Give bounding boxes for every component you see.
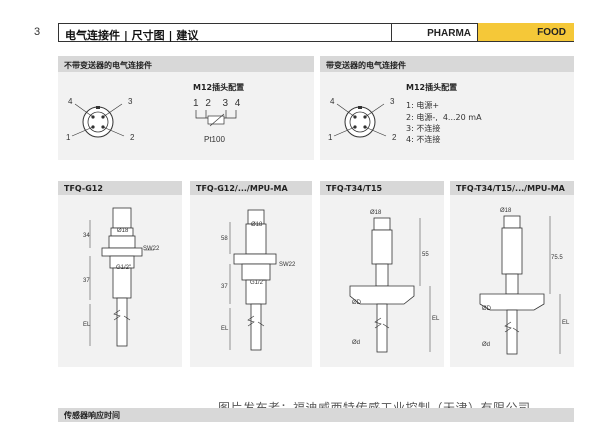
header-title: 电气连接件 | 尺寸图 | 建议 — [58, 23, 392, 42]
dimension-label: 37 — [221, 284, 228, 290]
dimension-label: SW22 — [279, 262, 296, 268]
dimension-label: G1/2" — [116, 265, 132, 271]
pt100-wiring-diagram — [195, 110, 237, 127]
dimension-label: Ø18 — [117, 228, 129, 234]
pin-label: 3 — [390, 97, 395, 106]
pin-label: 1 — [66, 133, 71, 142]
header-pharma-label: PHARMA — [392, 23, 478, 41]
dimension-label: 37 — [83, 278, 90, 284]
dimension-label: EL — [83, 322, 91, 328]
pin-label: 2 — [392, 133, 397, 142]
m12-pin-numbers: 1 2 3 4 — [193, 98, 243, 109]
pin-label: 2 — [130, 133, 135, 142]
page-number: 3 — [34, 26, 41, 38]
dimension-label: Ød — [352, 340, 361, 346]
dimension-label: 58 — [221, 236, 228, 242]
dimension-label: 75.5 — [551, 255, 563, 261]
pin-label: 3 — [128, 97, 133, 106]
sensor-drawing-g12 — [89, 207, 154, 347]
pin-legend-item: 2: 电源-, 4...20 mA — [406, 113, 482, 122]
sensor-drawing-g12-mpu — [229, 209, 277, 351]
connector-pinout-icon — [333, 103, 387, 138]
section-bar-response-time: 传感器响应时间 — [58, 408, 574, 422]
dimension-label: ØD — [482, 306, 491, 312]
m12-config-title: M12插头配置 — [406, 83, 458, 92]
dimension-label: EL — [432, 316, 440, 322]
pin-label: 1 — [328, 133, 333, 142]
pin-label: 4 — [330, 97, 335, 106]
pin-legend-item: 3: 不连接 — [406, 124, 441, 133]
dimension-label: Ø18 — [370, 210, 382, 216]
pin-label: 4 — [68, 97, 73, 106]
drawing-title: TFQ-G12 — [58, 181, 182, 195]
sensor-drawing-t34 — [349, 217, 431, 353]
sensor-drawing-t34-mpu — [479, 215, 561, 355]
section-header: 电气连接件 | 尺寸图 | 建议 PHARMA FOOD — [58, 23, 574, 42]
section-title: 传感器响应时间 — [64, 411, 120, 420]
header-food-label: FOOD — [478, 23, 574, 41]
drawing-title: TFQ-T34/T15/.../MPU-MA — [450, 181, 574, 195]
pt100-label: Pt100 — [204, 135, 225, 144]
dimension-label: ØD — [352, 300, 361, 306]
dimension-label: Ø18 — [251, 222, 263, 228]
dimension-label: EL — [221, 326, 229, 332]
pin-legend-item: 4: 不连接 — [406, 135, 441, 144]
drawing-title: TFQ-G12/.../MPU-MA — [190, 181, 312, 195]
dimension-label: G1/2" — [250, 280, 266, 286]
panel-title: 带变送器的电气连接件 — [320, 56, 574, 72]
dimension-label: Ød — [482, 342, 491, 348]
connector-pinout-icon — [71, 103, 125, 138]
dimension-label: EL — [562, 320, 570, 326]
dimension-label: SW22 — [143, 246, 160, 252]
dimension-label: 55 — [422, 252, 429, 258]
pin-legend-item: 1: 电源+ — [406, 101, 440, 110]
dimension-label: 34 — [83, 233, 90, 239]
dimension-label: Ø18 — [500, 208, 512, 214]
drawing-title: TFQ-T34/T15 — [320, 181, 444, 195]
m12-config-title: M12插头配置 — [193, 83, 245, 92]
panel-title: 不带变送器的电气连接件 — [58, 56, 314, 72]
